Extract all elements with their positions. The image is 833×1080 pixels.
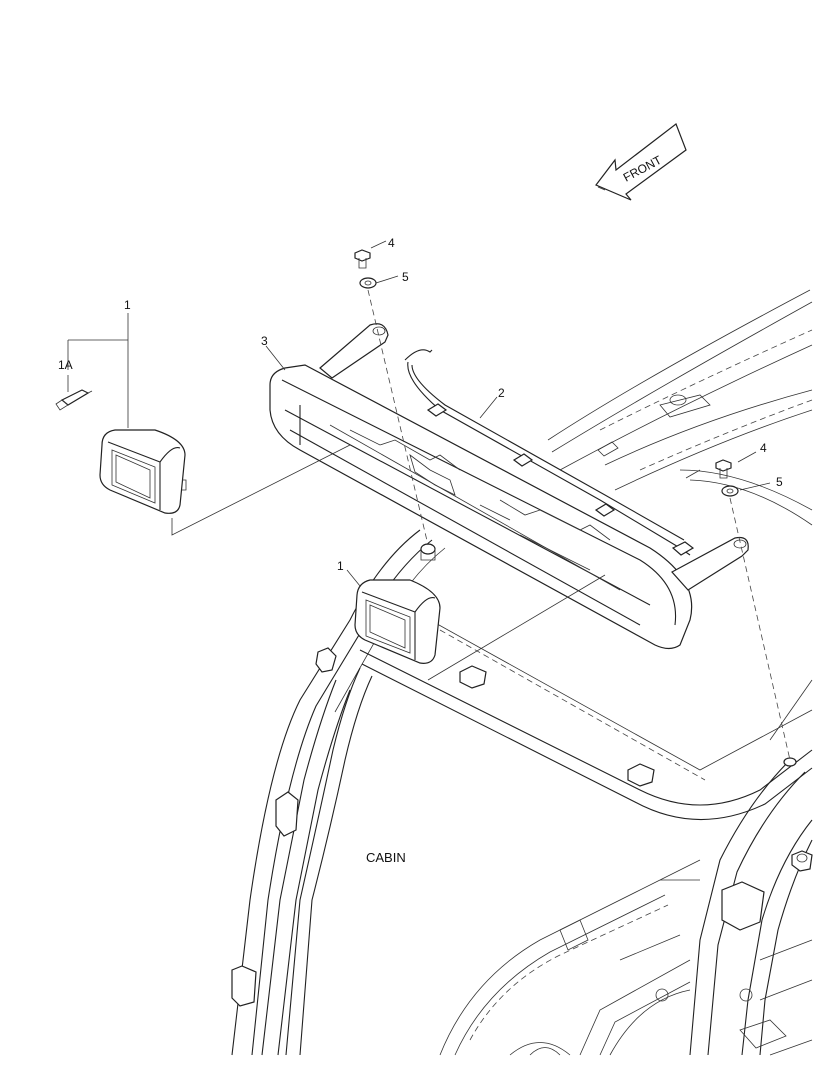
callout-bolt-top: 4	[388, 236, 395, 250]
bolt-top	[354, 249, 371, 269]
callout-lamp-left: 1	[124, 298, 131, 312]
lamp-bulb	[55, 389, 93, 411]
callout-washer-top: 5	[402, 270, 409, 284]
leader-lines	[67, 240, 797, 767]
bolt-right	[715, 459, 732, 479]
callout-harness: 2	[498, 386, 505, 400]
cabin-frame	[231, 529, 813, 1056]
callout-bracket: 3	[261, 334, 268, 348]
work-lamp-left	[99, 429, 187, 514]
cabin-label: CABIN	[366, 850, 406, 865]
callout-bulb: 1A	[58, 358, 73, 372]
wire-harness	[404, 349, 695, 556]
callout-labels: 1 1A 3 4 5 2 4 5 1 CABIN	[58, 236, 783, 865]
callout-bolt-right: 4	[760, 441, 767, 455]
washer-right	[721, 485, 739, 497]
washer-top	[359, 277, 377, 289]
cabin-roof	[547, 289, 813, 526]
light-bracket	[269, 323, 749, 650]
callout-lamp-center: 1	[337, 559, 344, 573]
work-lamp-center	[354, 579, 441, 664]
callout-washer-right: 5	[776, 475, 783, 489]
front-direction-arrow: FRONT	[595, 123, 687, 201]
